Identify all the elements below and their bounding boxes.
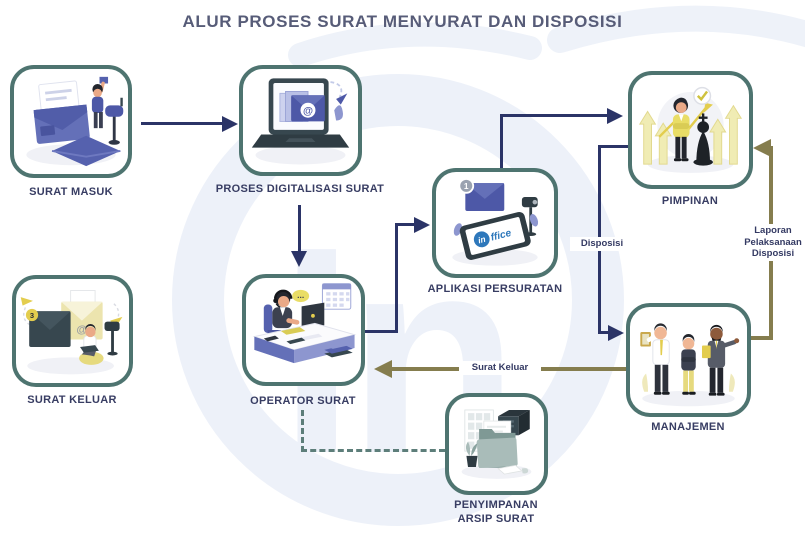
node-proses-digitalisasi: @	[239, 65, 362, 176]
node-surat-keluar: @ 3	[12, 275, 133, 387]
arrow-aplikasi-to-pimpinan-seg2	[500, 114, 608, 117]
arrow-disposisi-head	[608, 324, 624, 341]
logo-in-text: in	[477, 234, 487, 245]
notification-badge: 1	[464, 181, 469, 191]
typing-dots: ...	[297, 290, 304, 300]
envelope-badge: 3	[30, 311, 34, 320]
node-manajemen	[626, 303, 751, 417]
arrow-aplikasi-to-pimpinan-seg1	[500, 116, 503, 168]
node-aplikasi-persuratan: 1 in ffice	[432, 168, 558, 278]
arrow-operator-to-aplikasi-seg2	[395, 225, 398, 333]
edge-label-surat-keluar: Surat Keluar	[459, 361, 541, 375]
label-manajemen: MANAJEMEN	[651, 421, 725, 433]
arrow-operator-to-aplikasi-seg3	[395, 223, 415, 226]
manajemen-illustration	[640, 323, 740, 407]
arrow-operator-to-aplikasi-seg1	[365, 330, 398, 333]
label-pimpinan: PIMPINAN	[661, 195, 719, 207]
arrow-digitalisasi-to-operator-head	[291, 251, 307, 267]
label-surat-masuk: SURAT MASUK	[29, 186, 113, 198]
node-penyimpanan-arsip	[445, 393, 548, 495]
arrow-laporan-head	[753, 139, 771, 157]
label-operator-surat: OPERATOR SURAT	[250, 395, 356, 407]
at-symbol-glyph: @	[76, 324, 87, 336]
node-pimpinan	[628, 71, 753, 189]
edge-label-laporan-line1: Laporan	[754, 225, 792, 236]
edge-label-laporan-line3: Disposisi	[751, 248, 795, 259]
label-surat-keluar: SURAT KELUAR	[27, 394, 117, 406]
node-operator-surat: ...	[242, 274, 365, 386]
arrow-aplikasi-to-pimpinan-head	[607, 107, 623, 124]
label-penyimpanan-line2: ARSIP SURAT	[457, 513, 535, 525]
arrow-operator-to-aplikasi-head	[414, 216, 430, 233]
arrow-arsip-seg2	[301, 449, 445, 452]
label-proses-digitalisasi: PROSES DIGITALISASI SURAT	[215, 183, 385, 195]
arrow-masuk-to-digitalisasi-head	[222, 115, 238, 132]
digitalisasi-illustration: @	[251, 78, 350, 165]
arrow-surat-keluar-head	[374, 360, 392, 378]
edge-label-disposisi: Disposisi	[570, 237, 634, 251]
aplikasi-illustration: 1 in ffice	[452, 178, 539, 266]
arsip-illustration	[461, 409, 532, 479]
arrow-disposisi-seg3	[598, 331, 610, 334]
node-surat-masuk	[10, 65, 132, 178]
label-aplikasi-persuratan: APLIKASI PERSURATAN	[427, 283, 563, 295]
logo-suffix-text: ffice	[490, 228, 513, 244]
label-penyimpanan-line1: PENYIMPANAN	[454, 499, 538, 511]
at-symbol-glyph: @	[303, 106, 313, 117]
page-title: ALUR PROSES SURAT MENYURAT DAN DISPOSISI	[182, 12, 623, 31]
arrow-laporan-seg1	[751, 336, 773, 340]
edge-label-laporan: Laporan Pelaksanaan Disposisi	[738, 224, 805, 261]
arrow-masuk-to-digitalisasi-line	[141, 122, 225, 125]
arrow-arsip-seg1	[301, 410, 304, 452]
pimpinan-illustration	[638, 86, 743, 173]
edge-label-laporan-line2: Pelaksanaan	[744, 236, 802, 248]
surat-masuk-illustration	[26, 76, 124, 167]
operator-illustration: ...	[252, 283, 357, 364]
arrow-digitalisasi-to-operator-line	[298, 205, 301, 253]
surat-keluar-illustration: @ 3	[20, 290, 123, 375]
arrow-disposisi-seg1	[601, 145, 628, 148]
